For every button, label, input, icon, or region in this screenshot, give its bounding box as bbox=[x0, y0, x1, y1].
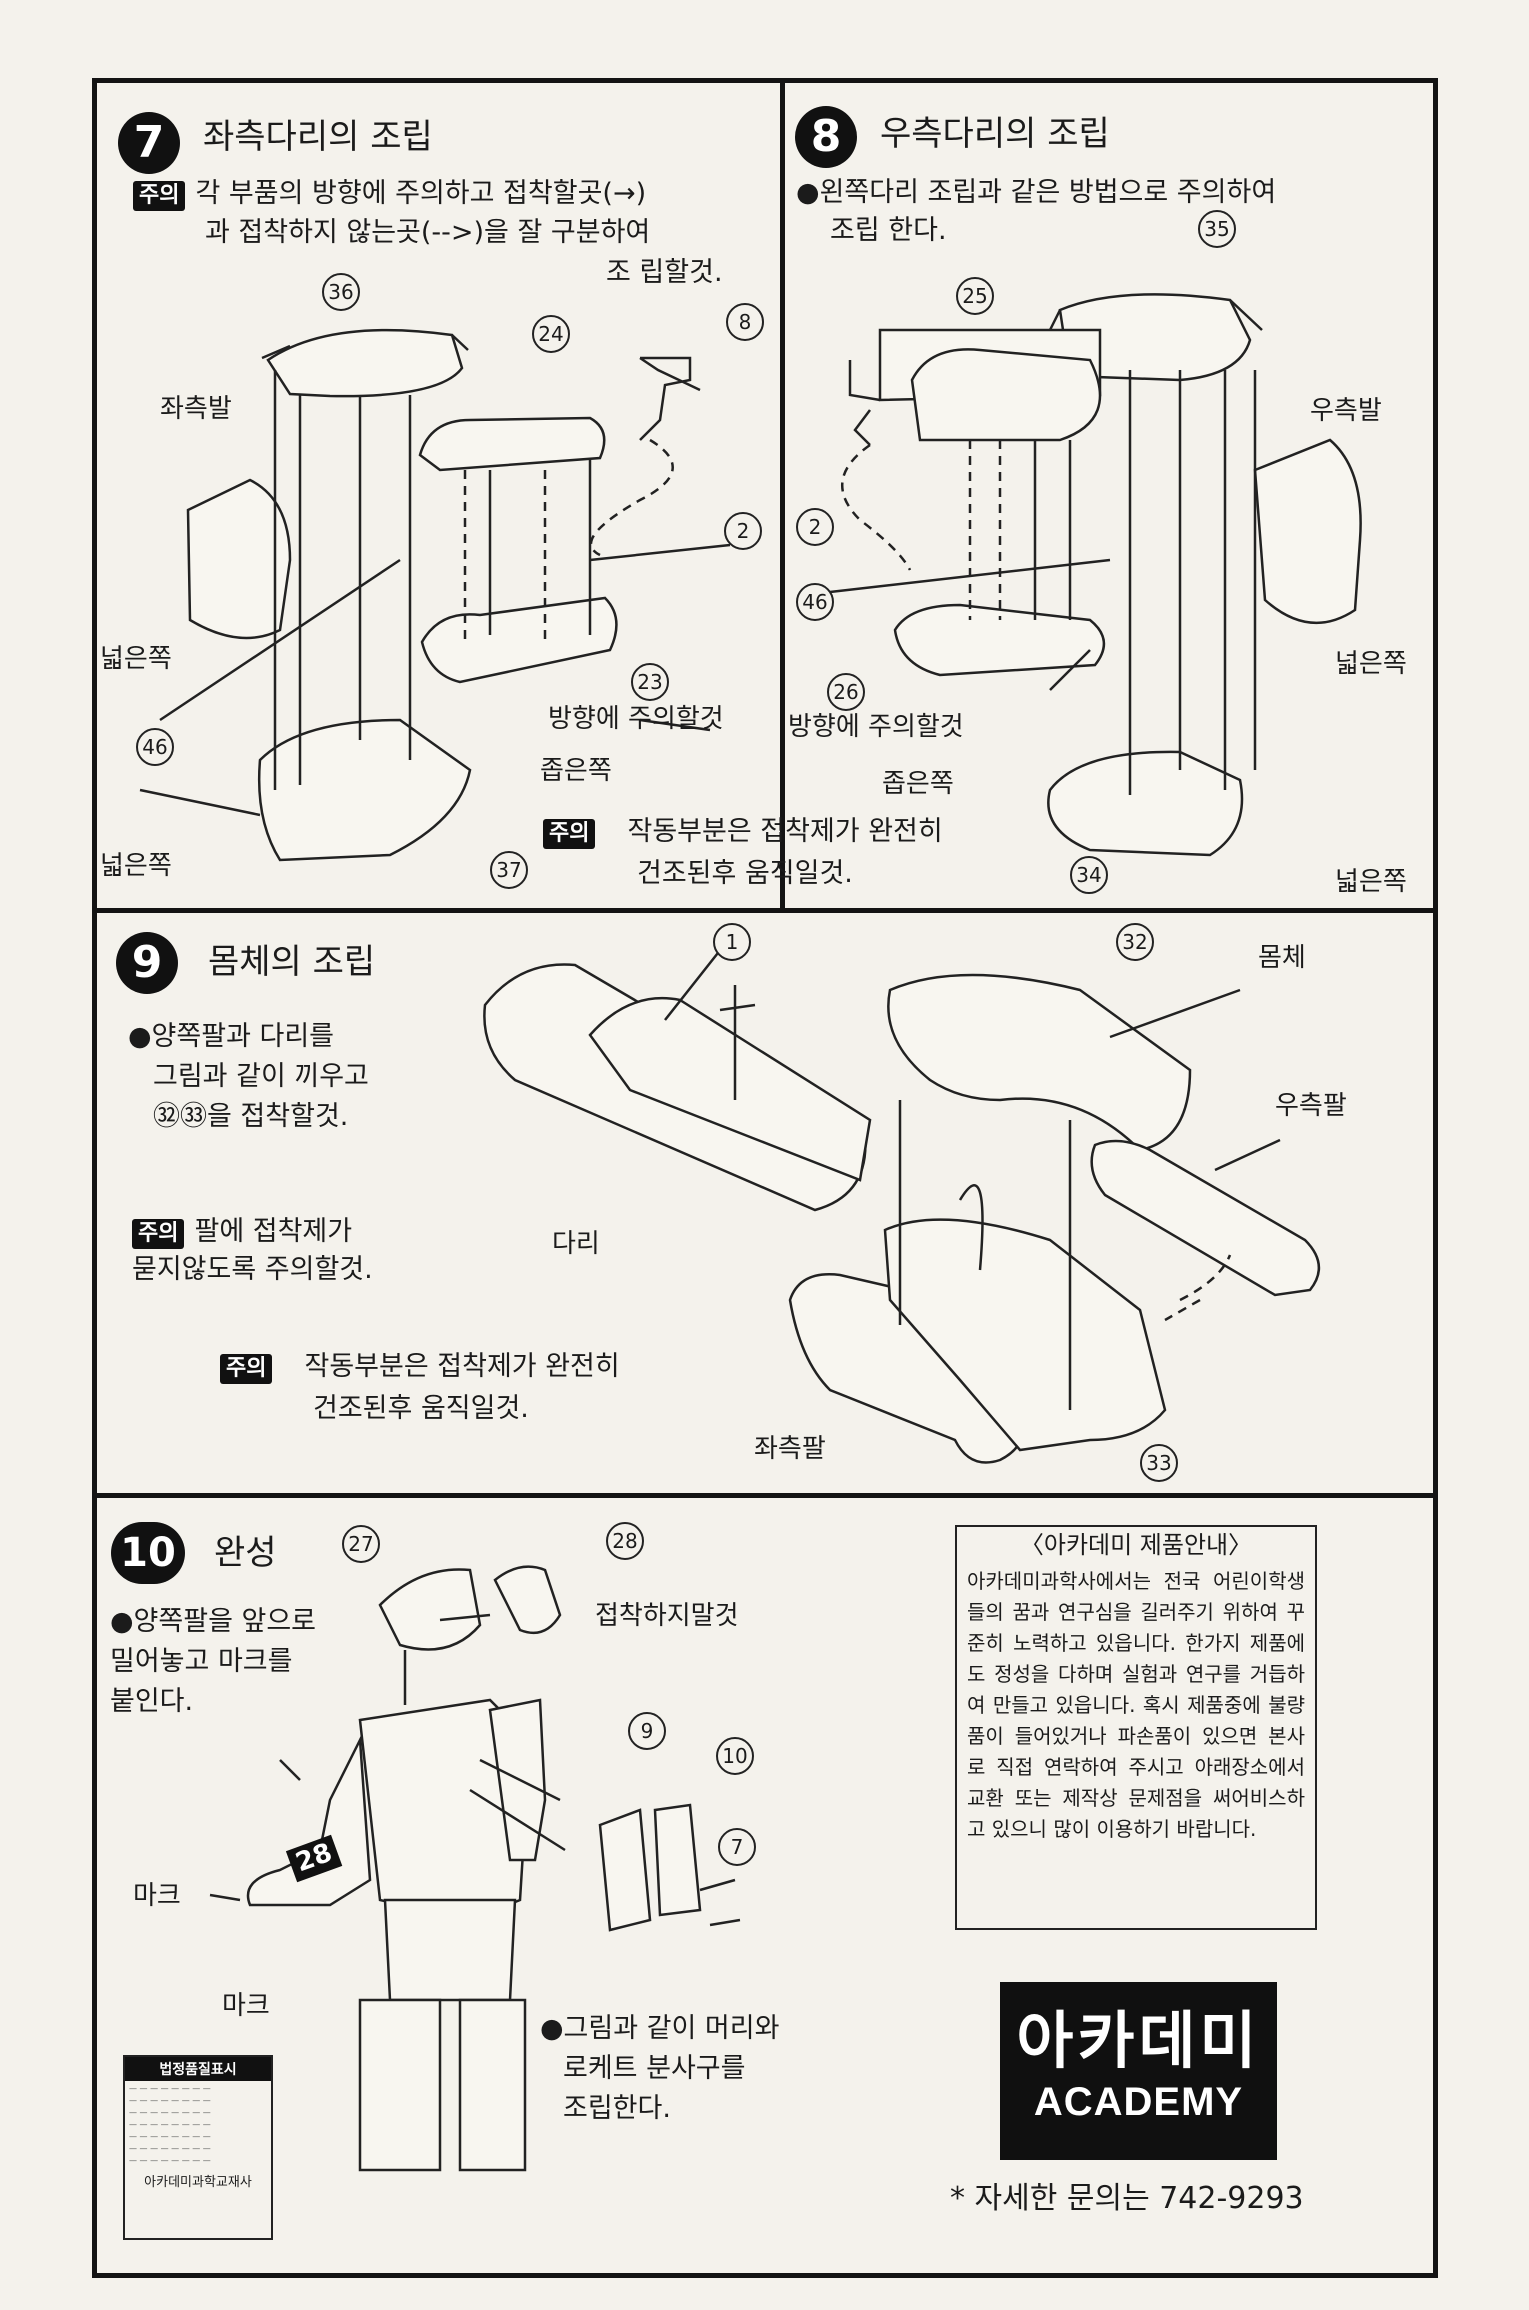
step-7-number: 7 bbox=[118, 112, 180, 174]
step-10-text-line-2: 밀어놓고 마크를 bbox=[110, 1646, 293, 1677]
step-9-text-line-3: ㉜㉝을 접착할것. bbox=[153, 1101, 349, 1132]
caution-badge: 주의 bbox=[543, 819, 596, 849]
part-callout: 23 bbox=[631, 663, 669, 701]
right-arm-label: 우측팔 bbox=[1275, 1091, 1347, 1121]
narrow-side-label: 좁은쪽 bbox=[882, 769, 954, 799]
column-divider bbox=[780, 83, 785, 908]
part-callout: 32 bbox=[1116, 923, 1154, 961]
part-callout: 36 bbox=[322, 273, 360, 311]
legal-label-line: — — — — — — — — bbox=[129, 2096, 211, 2105]
product-info-title: 〈아카데미 제품안내〉 bbox=[1019, 1531, 1253, 1559]
step-10-title: 완성 bbox=[214, 1533, 277, 1573]
step-7-note-line-1: 주의 각 부품의 방향에 주의하고 접착할곳(→) bbox=[133, 177, 646, 211]
left-arm-label: 좌측팔 bbox=[754, 1434, 826, 1464]
mind-direction-label: 방향에 주의할것 bbox=[548, 704, 724, 734]
step-9-note-1-text: 팔에 접착제가 bbox=[194, 1216, 353, 1247]
step-9-note-2-line-1: 주의 작동부분은 접착제가 완전히 bbox=[220, 1350, 620, 1384]
legal-label-title: 법정품질표시 bbox=[125, 2057, 271, 2081]
part-callout: 25 bbox=[956, 277, 994, 315]
part-callout: 24 bbox=[532, 315, 570, 353]
part-callout: 46 bbox=[796, 583, 834, 621]
section-divider bbox=[97, 908, 1433, 913]
part-callout: 35 bbox=[1198, 210, 1236, 248]
caution-badge: 주의 bbox=[133, 181, 186, 211]
step-10-text-line-3: 붙인다. bbox=[110, 1686, 194, 1717]
mind-direction-label: 방향에 주의할것 bbox=[788, 712, 964, 742]
step-10-text-line-1: ●양쪽팔을 앞으로 bbox=[110, 1606, 317, 1637]
part-callout: 26 bbox=[827, 673, 865, 711]
step-9-text-line-1: ●양쪽팔과 다리를 bbox=[128, 1021, 335, 1052]
step-7-note-line-2: 과 접착하지 않는곳(-->)을 잘 구분하여 bbox=[205, 217, 651, 248]
part-callout: 9 bbox=[628, 1712, 666, 1750]
narrow-side-label: 좁은쪽 bbox=[540, 756, 612, 786]
part-callout: 1 bbox=[713, 923, 751, 961]
step-7-note-line-3: 조 립할것. bbox=[606, 257, 723, 288]
step-8-number: 8 bbox=[795, 106, 857, 168]
wide-side-label: 넓은쪽 bbox=[100, 851, 172, 881]
part-callout: 37 bbox=[490, 851, 528, 889]
part-callout: 33 bbox=[1140, 1444, 1178, 1482]
part-callout: 2 bbox=[724, 512, 762, 550]
part-callout: 27 bbox=[342, 1525, 380, 1563]
step-8-note-line-1: ●왼쪽다리 조립과 같은 방법으로 주의하여 bbox=[796, 177, 1277, 208]
step-9-note-1-line-2: 묻지않도록 주의할것. bbox=[132, 1254, 373, 1285]
step-9-title: 몸체의 조립 bbox=[208, 942, 376, 982]
mark-label: 마크 bbox=[222, 1991, 270, 2021]
step-9-note-2-line-2: 건조된후 움직일것. bbox=[313, 1393, 529, 1424]
legal-label-line: — — — — — — — — bbox=[129, 2108, 211, 2117]
operating-parts-note-text-1: 작동부분은 접착제가 완전히 bbox=[627, 816, 943, 847]
legal-label-line: — — — — — — — — bbox=[129, 2120, 211, 2129]
logo-english: ACADEMY bbox=[1033, 2080, 1244, 2124]
step-10-number: 10 bbox=[111, 1522, 185, 1584]
body-label: 몸체 bbox=[1258, 943, 1306, 973]
legal-quality-label: 법정품질표시 — — — — — — — — — — — — — — — — —… bbox=[123, 2055, 273, 2240]
step-10-bottom-line-1: ●그림과 같이 머리와 bbox=[540, 2013, 780, 2044]
legal-label-line: — — — — — — — — bbox=[129, 2144, 211, 2153]
part-callout: 7 bbox=[718, 1828, 756, 1866]
part-callout: 34 bbox=[1070, 856, 1108, 894]
operating-parts-note-line-1: 주의 작동부분은 접착제가 완전히 bbox=[543, 815, 943, 849]
step-7-title: 좌측다리의 조립 bbox=[203, 117, 433, 157]
step-9-note-1-line-1: 주의 팔에 접착제가 bbox=[132, 1215, 352, 1249]
part-callout: 28 bbox=[606, 1522, 644, 1560]
logo-korean: 아카데미 bbox=[1016, 2004, 1261, 2077]
part-callout: 2 bbox=[796, 508, 834, 546]
contact-line: * 자세한 문의는 742-9293 bbox=[950, 2181, 1304, 2216]
wide-side-label: 넓은쪽 bbox=[1335, 867, 1407, 897]
wide-side-label: 넓은쪽 bbox=[1335, 649, 1407, 679]
part-callout: 46 bbox=[136, 728, 174, 766]
legal-label-company: 아카데미과학교재사 bbox=[144, 2175, 252, 2190]
instruction-sheet bbox=[92, 78, 1438, 2278]
step-8-title: 우측다리의 조립 bbox=[880, 114, 1110, 154]
legs-label: 다리 bbox=[552, 1229, 600, 1259]
legal-label-line: — — — — — — — — bbox=[129, 2084, 211, 2093]
product-info-body: 아카데미과학사에서는 전국 어린이학생들의 꿈과 연구심을 길러주기 위하여 꾸… bbox=[967, 1569, 1305, 1841]
step-8-note-line-2: 조립 한다. bbox=[830, 215, 947, 246]
academy-logo: 아카데미 ACADEMY bbox=[1000, 1982, 1277, 2160]
step-9-number: 9 bbox=[116, 932, 178, 994]
step-9-text-line-2: 그림과 같이 끼우고 bbox=[153, 1061, 369, 1092]
caution-badge: 주의 bbox=[132, 1219, 185, 1249]
step-9-note-2-text: 작동부분은 접착제가 완전히 bbox=[304, 1351, 620, 1382]
right-foot-label: 우측발 bbox=[1310, 396, 1382, 426]
wide-side-label: 넓은쪽 bbox=[100, 644, 172, 674]
step-7-note-text-1: 각 부품의 방향에 주의하고 접착할곳(→) bbox=[195, 178, 647, 209]
product-info-box: 〈아카데미 제품안내〉 아카데미과학사에서는 전국 어린이학생들의 꿈과 연구심… bbox=[955, 1525, 1317, 1930]
legal-label-line: — — — — — — — — bbox=[129, 2132, 211, 2141]
part-callout: 10 bbox=[716, 1737, 754, 1775]
left-foot-label: 좌측발 bbox=[160, 394, 232, 424]
caution-badge: 주의 bbox=[220, 1354, 273, 1384]
section-divider bbox=[97, 1493, 1433, 1498]
step-10-bottom-line-3: 조립한다. bbox=[563, 2093, 671, 2124]
do-not-glue-label: 접착하지말것 bbox=[595, 1601, 739, 1631]
part-callout: 8 bbox=[726, 303, 764, 341]
legal-label-line: — — — — — — — — bbox=[129, 2156, 211, 2165]
step-10-bottom-line-2: 로케트 분사구를 bbox=[563, 2053, 746, 2084]
operating-parts-note-line-2: 건조된후 움직일것. bbox=[637, 858, 853, 889]
mark-label: 마크 bbox=[133, 1881, 181, 1911]
